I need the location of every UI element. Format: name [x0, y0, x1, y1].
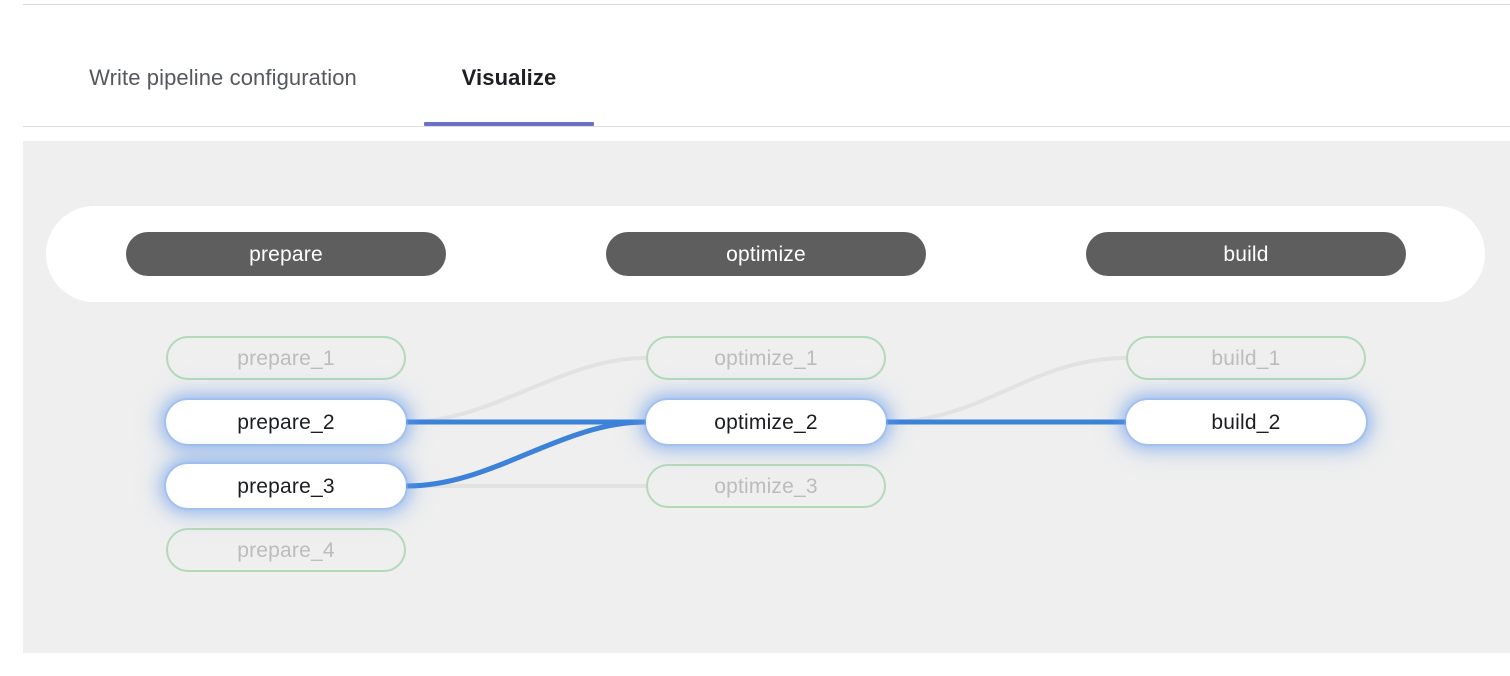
pipeline-graph-canvas[interactable]: prepare optimize build prepare_1 prepare… — [23, 141, 1510, 653]
edge-optimize_2-build_1 — [885, 356, 1128, 424]
edge-prepare_2-optimize_1 — [405, 356, 648, 424]
top-divider — [23, 4, 1510, 5]
tab-bar-divider — [23, 126, 1510, 127]
job-node-optimize_1-label: optimize_1 — [714, 346, 818, 370]
job-node-build_2-label: build_2 — [1211, 410, 1281, 434]
job-node-prepare_1[interactable]: prepare_1 — [166, 336, 406, 380]
stage-pill-optimize[interactable]: optimize — [606, 232, 926, 276]
job-node-prepare_3-label: prepare_3 — [237, 474, 335, 498]
stage-pill-prepare-label: prepare — [249, 242, 323, 266]
job-node-optimize_1[interactable]: optimize_1 — [646, 336, 886, 380]
stage-pill-build-label: build — [1223, 242, 1269, 266]
tab-visualize[interactable]: Visualize — [424, 30, 594, 126]
tab-active-underline — [424, 122, 594, 126]
job-node-prepare_3[interactable]: prepare_3 — [166, 464, 406, 508]
tab-write-pipeline-configuration-label: Write pipeline configuration — [89, 65, 357, 90]
stage-pill-optimize-label: optimize — [726, 242, 806, 266]
job-node-prepare_4[interactable]: prepare_4 — [166, 528, 406, 572]
job-node-prepare_4-label: prepare_4 — [237, 538, 335, 562]
job-node-optimize_2[interactable]: optimize_2 — [646, 400, 886, 444]
job-node-prepare_2[interactable]: prepare_2 — [166, 400, 406, 444]
job-node-build_1-label: build_1 — [1211, 346, 1281, 370]
job-node-optimize_3[interactable]: optimize_3 — [646, 464, 886, 508]
tab-write-pipeline-configuration[interactable]: Write pipeline configuration — [23, 30, 423, 126]
job-node-build_1[interactable]: build_1 — [1126, 336, 1366, 380]
stage-pill-build[interactable]: build — [1086, 232, 1406, 276]
job-node-build_2[interactable]: build_2 — [1126, 400, 1366, 444]
stage-header-strip: prepare optimize build — [46, 206, 1485, 302]
edge-prepare_3-optimize_2 — [404, 419, 649, 489]
job-node-optimize_2-label: optimize_2 — [714, 410, 818, 434]
job-node-optimize_3-label: optimize_3 — [714, 474, 818, 498]
job-node-prepare_2-label: prepare_2 — [237, 410, 335, 434]
tab-bar: Write pipeline configuration Visualize — [23, 30, 1510, 127]
stage-pill-prepare[interactable]: prepare — [126, 232, 446, 276]
job-node-prepare_1-label: prepare_1 — [237, 346, 335, 370]
tab-visualize-label: Visualize — [461, 65, 557, 90]
